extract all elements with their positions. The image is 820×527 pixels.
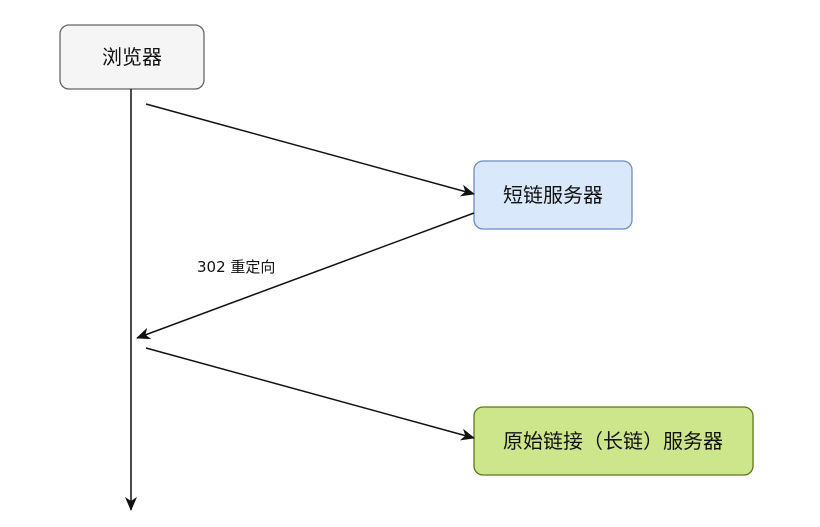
browser-box [59, 24, 205, 90]
short-link-server-label: 短链服务器 [503, 183, 603, 207]
request-to-short-server-arrow [145, 103, 475, 197]
short-link-server-node: 短链服务器 [473, 160, 633, 230]
request-to-origin-server-arrow [145, 347, 475, 441]
origin-server-label: 原始链接（长链）服务器 [503, 429, 723, 453]
redirect-label: 302 重定向 [197, 258, 275, 276]
browser-node: 浏览器 [59, 24, 205, 90]
origin-server-box [473, 406, 754, 476]
browser-label: 浏览器 [102, 45, 162, 69]
redirect-arrow [136, 212, 475, 340]
origin-server-node: 原始链接（长链）服务器 [473, 406, 754, 476]
